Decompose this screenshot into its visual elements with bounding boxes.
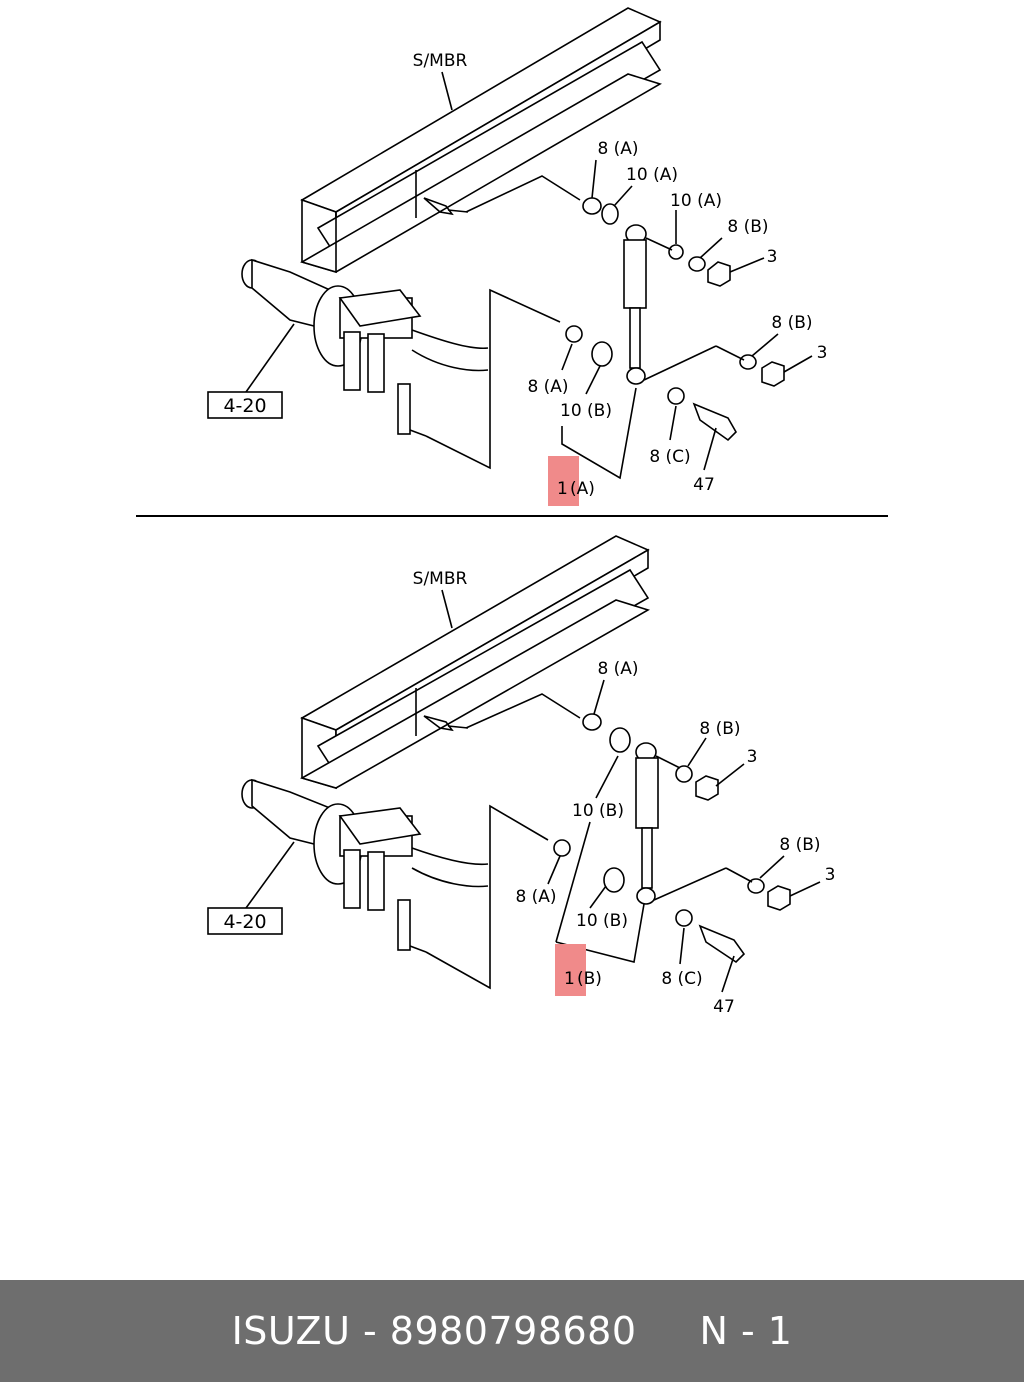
shock-absorber	[635, 742, 659, 905]
shock-absorber	[623, 224, 647, 385]
part-label: 8 (B)	[727, 217, 768, 237]
bushing-icon	[601, 203, 619, 225]
axle-assembly	[241, 258, 489, 437]
part-label: 8 (C)	[661, 969, 702, 989]
part-label: 10 (B)	[572, 801, 624, 821]
top-diagram: 4-20	[207, 7, 828, 506]
callout-highlight	[548, 456, 579, 506]
callout-number: 1	[564, 969, 575, 989]
washer-icon	[565, 325, 583, 343]
footer-page: N - 1	[699, 1309, 793, 1353]
part-label: 8 (B)	[699, 719, 740, 739]
washer-icon	[675, 765, 693, 783]
part-label: 8 (B)	[771, 313, 812, 333]
part-label: 8 (A)	[515, 887, 556, 907]
part-label: 3	[825, 865, 836, 885]
part-label: 10 (B)	[576, 911, 628, 931]
ref-box-label: 4-20	[223, 911, 266, 933]
frame-label: S/MBR	[413, 51, 468, 71]
footer-caption: ISUZU - 8980798680 N - 1	[0, 1280, 1024, 1382]
part-label: 8 (A)	[597, 659, 638, 679]
frame-label: S/MBR	[413, 569, 468, 589]
nut-icon	[767, 885, 791, 911]
washer-icon	[667, 387, 685, 405]
bolt-icon	[692, 402, 737, 442]
nut-icon	[761, 361, 785, 387]
footer-part-number: 8980798680	[389, 1309, 637, 1353]
bushing-icon	[603, 867, 625, 893]
diagram-svg: 4-20	[136, 7, 888, 1017]
bottom-diagram: 4-20 S/MBR 8 (A	[207, 535, 836, 1017]
part-label: 47	[693, 475, 715, 495]
frame-member-beam	[299, 535, 650, 790]
washer-icon	[582, 713, 602, 731]
frame-member-beam	[299, 7, 662, 274]
bushing-icon	[591, 341, 613, 367]
callout-number: 1	[557, 479, 568, 499]
part-label: 3	[747, 747, 758, 767]
footer-brand: ISUZU	[231, 1309, 351, 1353]
part-label: 3	[767, 247, 778, 267]
part-label: 10 (A)	[670, 191, 722, 211]
washer-icon	[582, 197, 602, 215]
axle-assembly	[241, 778, 489, 953]
part-label: 8 (A)	[527, 377, 568, 397]
bushing-icon	[668, 244, 684, 260]
washer-icon	[553, 839, 571, 857]
callout-letter: (A)	[570, 479, 595, 499]
part-label: 3	[817, 343, 828, 363]
washer-icon	[739, 354, 757, 370]
callout-highlight	[555, 944, 586, 996]
ref-box-4-20	[207, 907, 283, 935]
footer-bar: ISUZU - 8980798680 N - 1	[0, 1280, 1024, 1382]
washer-icon	[747, 878, 765, 894]
nut-icon	[707, 261, 731, 287]
washer-icon	[688, 256, 706, 272]
footer-gap	[637, 1309, 700, 1353]
part-label: 10 (B)	[560, 401, 612, 421]
ref-box-label: 4-20	[223, 395, 266, 417]
ref-box-4-20	[207, 391, 283, 419]
part-label: 47	[713, 997, 735, 1017]
nut-icon	[695, 775, 719, 801]
bolt-icon	[698, 924, 746, 964]
part-label: 8 (B)	[779, 835, 820, 855]
part-label: 8 (A)	[597, 139, 638, 159]
washer-icon	[675, 909, 693, 927]
part-label: 8 (C)	[649, 447, 690, 467]
part-label: 10 (A)	[626, 165, 678, 185]
footer-separator: -	[350, 1309, 390, 1353]
callout-letter: (B)	[577, 969, 602, 989]
parts-diagram: 4-20	[136, 7, 888, 1017]
bushing-icon	[609, 727, 631, 753]
